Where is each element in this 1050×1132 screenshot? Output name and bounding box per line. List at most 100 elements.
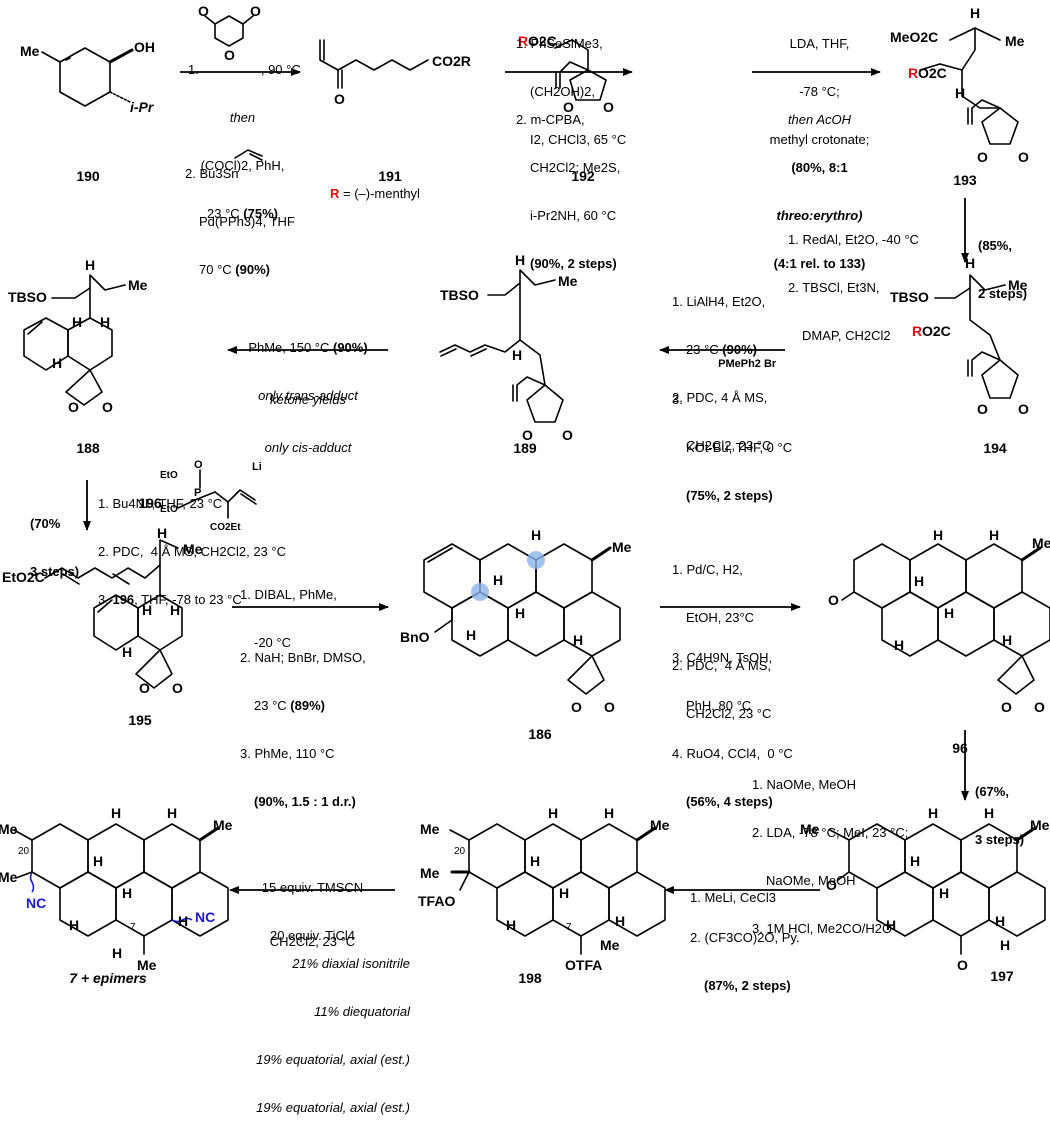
label-h: H bbox=[93, 853, 103, 869]
label-o: O bbox=[139, 680, 150, 696]
structure-anhydride bbox=[204, 15, 254, 47]
conditions-step10: 1. NaOMe, MeOH 2. LDA, -78 °C; MeI, 23 °… bbox=[752, 777, 909, 936]
conditions-step7: 1. Bu4NF, THF, 23 °C 2. PDC, 4 Å MS, CH2… bbox=[98, 496, 286, 607]
label-o: O bbox=[977, 401, 988, 417]
label-r: R bbox=[912, 323, 922, 339]
label-h: H bbox=[72, 314, 82, 330]
label-nc: NC bbox=[26, 895, 46, 911]
compound-label-7: 7 + epimers bbox=[69, 970, 147, 986]
conditions-step1-below: then (COCl)2, PhH, 23 °C (75%) bbox=[200, 110, 285, 221]
label-ipr: i-Pr bbox=[130, 99, 155, 115]
conditions-step9: 1. Pd/C, H2, EtOH, 23°C 2. PDC, 4 Å MS, … bbox=[672, 562, 772, 721]
label-o: O bbox=[828, 592, 839, 608]
highlight-markers bbox=[471, 551, 545, 601]
label-h: H bbox=[933, 527, 943, 543]
label-h: H bbox=[531, 527, 541, 543]
label-h: H bbox=[506, 917, 516, 933]
label-h: H bbox=[910, 853, 920, 869]
label-co2et: CO2Et bbox=[210, 522, 241, 533]
label-meo2c: MeO2C bbox=[890, 29, 938, 45]
yield-step10: (67%, 3 steps) bbox=[975, 784, 1025, 847]
conditions-step3: LDA, THF, -78 °C; methyl crotonate; bbox=[769, 36, 870, 147]
compound-label-194: 194 bbox=[983, 440, 1007, 456]
compound-label-195: 195 bbox=[128, 712, 152, 728]
label-o: O bbox=[224, 47, 235, 63]
label-h: H bbox=[142, 602, 152, 618]
label-o: O bbox=[826, 877, 837, 893]
label-h: H bbox=[604, 805, 614, 821]
label-o: O bbox=[1018, 401, 1029, 417]
label-7: 7 bbox=[566, 922, 572, 933]
label-o2c: O2C bbox=[528, 33, 557, 49]
label-h: H bbox=[894, 637, 904, 653]
compound-label-193: 193 bbox=[953, 172, 977, 188]
conditions-step6-note: ketone yields only cis-adduct bbox=[264, 392, 352, 455]
conditions-step2-part2: 2. m-CPBA, CH2Cl2; Me2S, i-Pr2NH, 60 °C … bbox=[516, 112, 621, 271]
label-o: O bbox=[1001, 699, 1012, 715]
label-h: H bbox=[493, 572, 503, 588]
label-h: H bbox=[69, 917, 79, 933]
label-o: O bbox=[334, 91, 345, 107]
label-o2c: O2C bbox=[918, 65, 947, 81]
compound-label-198: 198 bbox=[518, 970, 542, 986]
structure-191 bbox=[319, 39, 429, 89]
label-o: O bbox=[603, 99, 614, 115]
conditions-step12: 15 equiv. TMSCN 20 equiv. TiCl4 bbox=[261, 880, 364, 943]
label-h: H bbox=[100, 314, 110, 330]
label-h: H bbox=[984, 805, 994, 821]
label-h: H bbox=[1002, 632, 1012, 648]
label-o: O bbox=[571, 699, 582, 715]
label-o: O bbox=[977, 149, 988, 165]
label-o: O bbox=[172, 680, 183, 696]
conditions-step12-part2: CH2Cl2, 23 °C bbox=[269, 934, 356, 949]
label-h: H bbox=[939, 885, 949, 901]
label-h: H bbox=[1000, 937, 1010, 953]
structure-vinylstannane bbox=[234, 149, 263, 161]
conditions-step1: 1., 90 °C bbox=[188, 62, 301, 77]
conditions-step3-part2: then AcOH (80%, 8:1 threo:erythro) (4:1 … bbox=[773, 112, 866, 271]
label-me: Me bbox=[1030, 817, 1050, 833]
label-h: H bbox=[995, 913, 1005, 929]
structure-198 bbox=[449, 823, 666, 955]
label-h: H bbox=[944, 605, 954, 621]
synthesis-scheme: Me OH i-Pr O O O O CO2R R O2C O O H Me M… bbox=[0, 3, 1050, 973]
label-o: O bbox=[250, 3, 261, 19]
conditions-step11: 1. MeLi, CeCl3 bbox=[690, 890, 776, 905]
label-h: H bbox=[515, 252, 525, 268]
label-me: Me bbox=[800, 821, 820, 837]
compound-label-196: 196 bbox=[138, 495, 162, 511]
conditions-step1-part2: 2. Bu3Sn Pd(PPh3)4, THF 70 °C (90%) bbox=[185, 166, 295, 277]
label-h: H bbox=[573, 632, 583, 648]
label-tbso: TBSO bbox=[440, 287, 479, 303]
label-me: Me bbox=[128, 277, 148, 293]
conditions-step11-part2: 2. (CF3CO)2O, Py. (87%, 2 steps) bbox=[690, 930, 800, 993]
conditions-step8: 1. DIBAL, PhMe, -20 °C bbox=[240, 587, 337, 650]
label-h: H bbox=[615, 913, 625, 929]
structure-189 bbox=[439, 269, 564, 423]
isonitrile-bonds bbox=[29, 871, 193, 923]
label-h: H bbox=[466, 627, 476, 643]
compound-label-186: 186 bbox=[528, 726, 552, 742]
label-tfao: TFAO bbox=[418, 893, 455, 909]
label-o: O bbox=[604, 699, 615, 715]
label-h: H bbox=[170, 602, 180, 618]
label-me: Me bbox=[650, 817, 670, 833]
label-o: O bbox=[102, 399, 113, 415]
label-me: Me bbox=[558, 273, 578, 289]
label-o: O bbox=[1034, 699, 1045, 715]
structure-7 bbox=[13, 823, 229, 955]
label-o: O bbox=[563, 99, 574, 115]
structure-196 bbox=[177, 469, 257, 519]
label-h: H bbox=[85, 257, 95, 273]
label-o2c: O2C bbox=[922, 323, 951, 339]
label-h: H bbox=[167, 805, 177, 821]
label-h: H bbox=[52, 355, 62, 371]
label-o: O bbox=[522, 427, 533, 443]
label-o: O bbox=[957, 957, 968, 973]
label-h: H bbox=[512, 347, 522, 363]
label-li: Li bbox=[252, 461, 262, 473]
conditions-step2: 1. PhSeSiMe3, (CH2OH)2, I2, CHCl3, 65 °C bbox=[516, 36, 627, 147]
conditions-step4: 1. RedAl, Et2O, -40 °C 2. TBSCl, Et3N, D… bbox=[788, 232, 919, 343]
label-h: H bbox=[886, 917, 896, 933]
label-h: H bbox=[955, 85, 965, 101]
